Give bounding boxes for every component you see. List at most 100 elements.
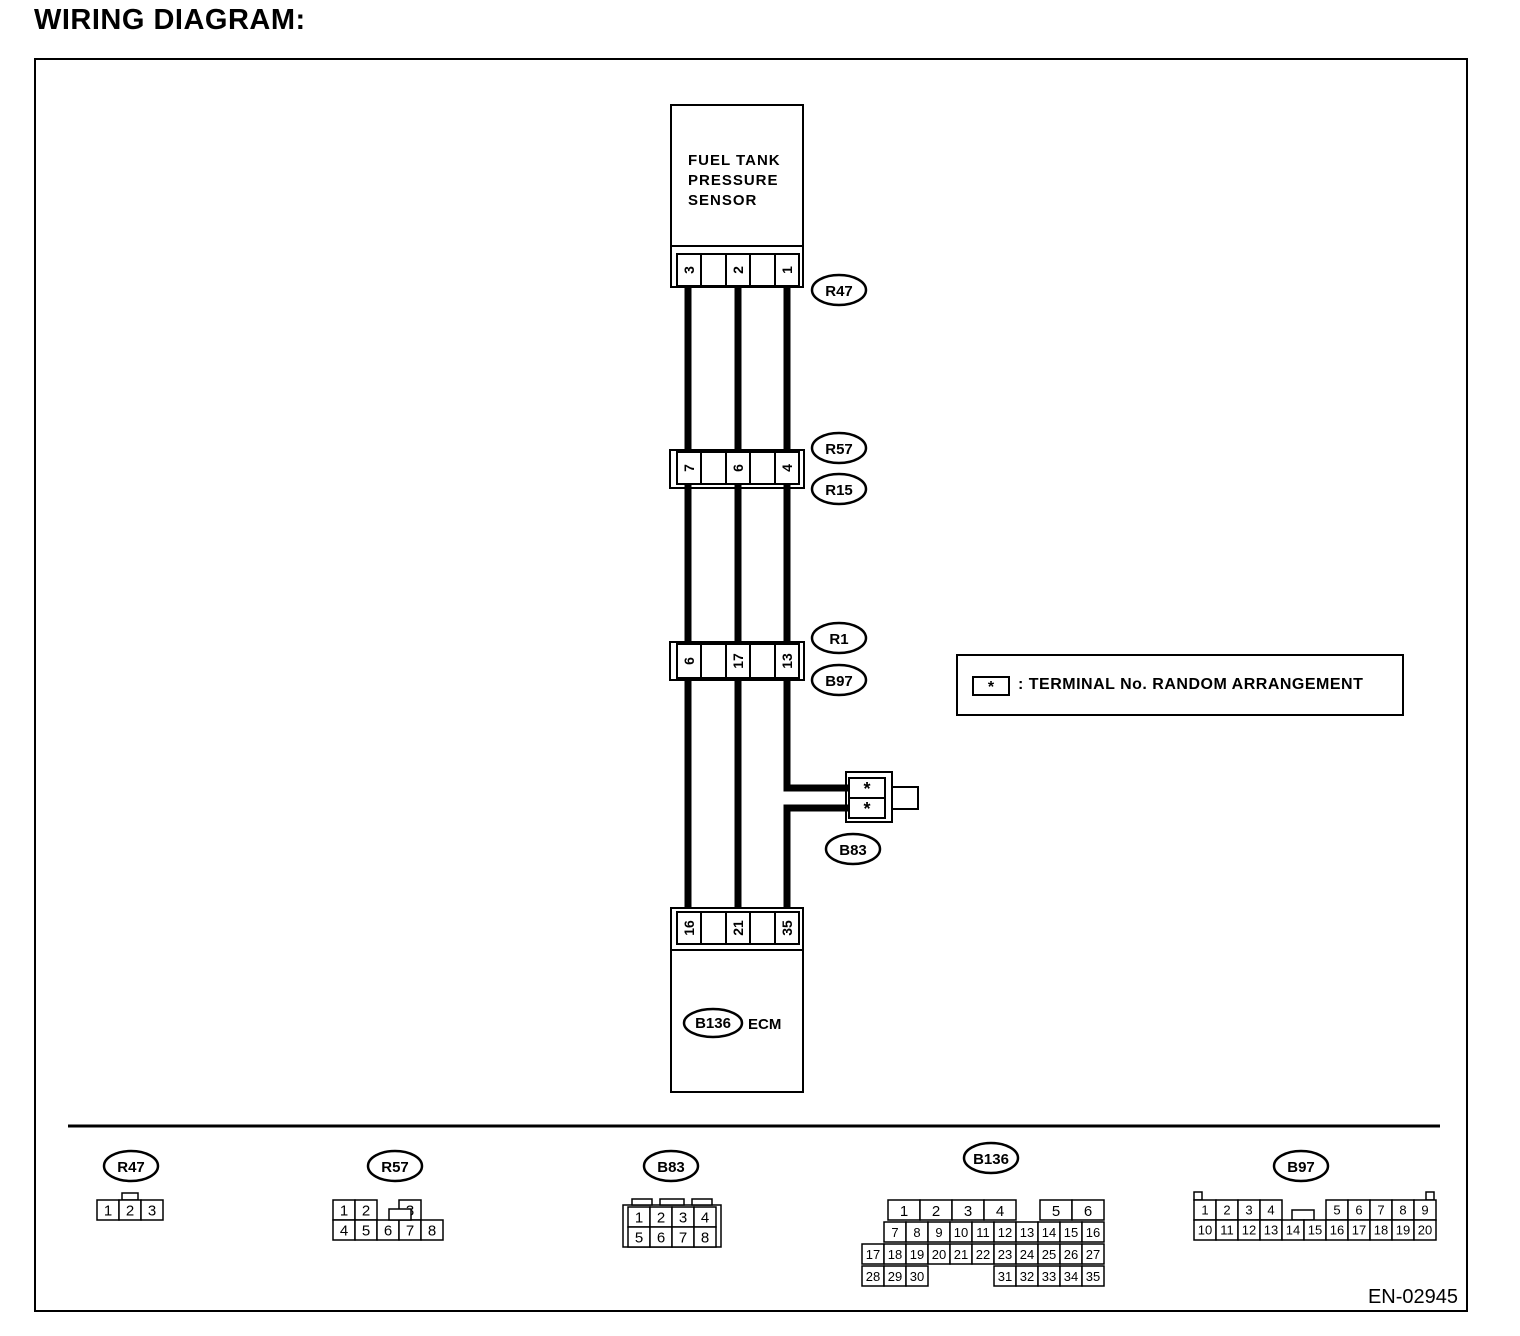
face-b97-pin-13: 13 — [1264, 1223, 1278, 1238]
face-b136-pin-13: 13 — [1020, 1225, 1034, 1240]
sensor-terminal-strip: 3 2 1 — [676, 253, 800, 287]
wire-b97-13-to-b83 — [783, 682, 848, 792]
face-b83-latch — [691, 1198, 713, 1206]
r1-terminal-13: 13 — [779, 653, 795, 669]
face-b136-pin-27: 27 — [1086, 1247, 1100, 1262]
face-tag-b97: B97 — [1287, 1159, 1315, 1176]
connector-faces: R47123R5712345678B8312345678B13612345678… — [96, 1141, 1437, 1287]
face-r47-pin-2: 2 — [126, 1202, 134, 1219]
face-tag-b136: B136 — [973, 1151, 1009, 1168]
joint-connector-r57-r15: 7 6 4 — [669, 449, 805, 489]
face-b97-key — [1425, 1191, 1435, 1201]
face-b136-pin-4: 4 — [996, 1203, 1004, 1220]
sensor-terminal-3: 3 — [681, 266, 697, 274]
face-r47-cell — [140, 1199, 164, 1221]
face-b136-pin-17: 17 — [866, 1247, 880, 1262]
joint-connector-r1-b97: 6 17 13 — [669, 641, 805, 681]
ecm-terminal-21: 21 — [730, 920, 746, 936]
face-b97-pin-10: 10 — [1198, 1223, 1212, 1238]
face-b136-pin-9: 9 — [935, 1225, 942, 1240]
face-b136-pin-22: 22 — [976, 1247, 990, 1262]
sensor-terminal-1: 1 — [779, 266, 795, 274]
b83-connector: * * — [845, 771, 919, 823]
face-b97-pin-19: 19 — [1396, 1223, 1410, 1238]
diagram-frame — [34, 58, 1468, 1312]
face-b136-pin-1: 1 — [900, 1203, 908, 1220]
face-b136-pin-15: 15 — [1064, 1225, 1078, 1240]
face-r47-pin-1: 1 — [104, 1202, 112, 1219]
face-b83-pin-1: 1 — [635, 1209, 643, 1226]
face-b136-pin-16: 16 — [1086, 1225, 1100, 1240]
legend-symbol-box: * — [972, 676, 1010, 696]
face-r57-key — [388, 1208, 412, 1221]
face-b136-pin-10: 10 — [954, 1225, 968, 1240]
face-b136-pin-3: 3 — [964, 1203, 972, 1220]
face-tag-oval-b83 — [642, 1149, 700, 1183]
face-b97-pin-9: 9 — [1421, 1203, 1428, 1218]
tag-r1: R1 — [829, 631, 848, 648]
face-b136-pin-21: 21 — [954, 1247, 968, 1262]
ecm-label: ECM — [748, 1016, 781, 1033]
face-b136-pin-24: 24 — [1020, 1247, 1034, 1262]
face-b83-latch — [631, 1198, 653, 1206]
face-b136-pin-31: 31 — [998, 1269, 1012, 1284]
face-tag-b83: B83 — [657, 1159, 685, 1176]
wires — [684, 288, 848, 912]
face-r47-pin-3: 3 — [148, 1202, 156, 1219]
face-b83-pin-6: 6 — [657, 1229, 665, 1246]
face-b83-latch — [659, 1198, 685, 1206]
face-b136-pin-2: 2 — [932, 1203, 940, 1220]
face-b136-cell — [1071, 1199, 1105, 1221]
face-b136-cell — [905, 1265, 929, 1287]
connector-tags: R47 R57 R15 R1 B97 B83 — [810, 273, 882, 866]
face-tag-oval-r57 — [366, 1149, 424, 1183]
face-b136-pin-8: 8 — [913, 1225, 920, 1240]
face-b97-pin-17: 17 — [1352, 1223, 1366, 1238]
face-b97-pin-6: 6 — [1355, 1203, 1362, 1218]
face-b136-pin-5: 5 — [1052, 1203, 1060, 1220]
fuel-tank-pressure-sensor: FUEL TANK PRESSURE SENSOR 3 2 1 — [670, 104, 804, 288]
face-b83-pin-3: 3 — [679, 1209, 687, 1226]
tag-r15: R15 — [825, 482, 853, 499]
face-b97-pin-14: 14 — [1286, 1223, 1300, 1238]
face-b97-pin-15: 15 — [1308, 1223, 1322, 1238]
sensor-label-line-2: PRESSURE — [688, 172, 779, 189]
face-tag-oval-b97 — [1272, 1149, 1330, 1183]
r57-terminal-7: 7 — [681, 464, 697, 472]
b83-terminal-star-1: * — [863, 779, 870, 799]
face-b136-pin-14: 14 — [1042, 1225, 1056, 1240]
page-title: WIRING DIAGRAM: — [34, 4, 306, 36]
ecm-connector-oval — [682, 1007, 744, 1039]
face-b97-pin-11: 11 — [1220, 1223, 1234, 1238]
face-r57-pin-8: 8 — [428, 1222, 436, 1239]
face-tag-r47: R47 — [117, 1159, 145, 1176]
face-b83-pin-5: 5 — [635, 1229, 643, 1246]
face-b136-pin-20: 20 — [932, 1247, 946, 1262]
face-b97-pin-8: 8 — [1399, 1203, 1406, 1218]
face-tag-oval-r47 — [102, 1149, 160, 1183]
legend-text: : TERMINAL No. RANDOM ARRANGEMENT — [1018, 676, 1364, 693]
face-b83-pin-7: 7 — [679, 1229, 687, 1246]
face-b97-pin-3: 3 — [1245, 1203, 1252, 1218]
face-b136-pin-26: 26 — [1064, 1247, 1078, 1262]
face-b136-pin-29: 29 — [888, 1269, 902, 1284]
r1-terminal-6: 6 — [681, 657, 697, 665]
face-b136-pin-6: 6 — [1084, 1203, 1092, 1220]
face-b136-cell — [1081, 1265, 1105, 1287]
face-b136-cell — [1081, 1243, 1105, 1265]
face-b136-pin-11: 11 — [976, 1225, 990, 1240]
wire-b83-to-ecm-35 — [783, 804, 848, 912]
face-b136-pin-32: 32 — [1020, 1269, 1034, 1284]
face-b83-pin-8: 8 — [701, 1229, 709, 1246]
face-b97-pin-20: 20 — [1418, 1223, 1432, 1238]
face-b136-pin-23: 23 — [998, 1247, 1012, 1262]
face-b97-pin-7: 7 — [1377, 1203, 1384, 1218]
face-b136-pin-19: 19 — [910, 1247, 924, 1262]
face-b97-pin-5: 5 — [1333, 1203, 1340, 1218]
face-b136-pin-33: 33 — [1042, 1269, 1056, 1284]
r1-terminal-17: 17 — [730, 653, 746, 669]
face-r57-pin-4: 4 — [340, 1222, 348, 1239]
face-r57-cell — [420, 1219, 444, 1241]
face-b136-pin-35: 35 — [1086, 1269, 1100, 1284]
